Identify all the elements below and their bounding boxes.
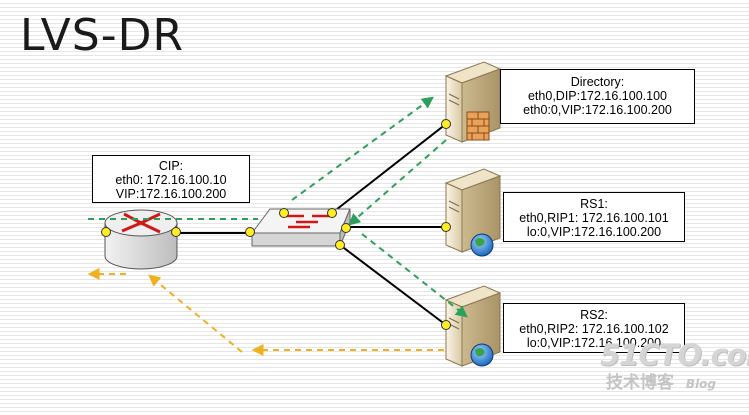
rs1-rip: eth0,RIP1: 172.16.100.101 (519, 211, 669, 225)
rs2-info-box: RS2: eth0,RIP2: 172.16.100.102 lo:0,VIP:… (503, 303, 685, 353)
rs2-server-icon (444, 285, 502, 367)
rs2-rip: eth0,RIP2: 172.16.100.102 (519, 322, 669, 336)
rs1-vip: lo:0,VIP:172.16.100.200 (526, 225, 662, 239)
directory-vip: eth0:0,VIP:172.16.100.200 (523, 103, 672, 117)
rs2-label: RS2: (580, 308, 608, 322)
watermark-chinese: 技术博客 (606, 373, 674, 393)
response-path-to-client (148, 274, 243, 353)
cip-label: CIP: (158, 159, 184, 173)
switch-icon (251, 208, 351, 247)
request-path-switch-to-directory (291, 96, 434, 201)
directory-dip: eth0,DIP:172.16.100.100 (527, 89, 667, 103)
request-path-directory-to-switch (348, 139, 447, 226)
request-path-switch-to-rs2 (361, 233, 468, 318)
page-title: LVS-DR (20, 10, 185, 61)
rs1-server-icon (444, 168, 502, 257)
interface-ports (101, 119, 451, 330)
cip-info-box: CIP: eth0: 172.16.100.10 VIP:172.16.100.… (92, 155, 250, 203)
rs1-info-box: RS1: eth0,RIP1: 172.16.100.101 lo:0,VIP:… (503, 192, 685, 242)
site-watermark: 51CTO.com 技术博客 Blog (600, 338, 749, 393)
link-switch-rs2 (339, 244, 447, 326)
directory-label: Directory: (570, 75, 625, 89)
watermark-domain: 51CTO.com (600, 338, 749, 372)
response-paths (87, 268, 444, 356)
request-paths (88, 96, 468, 318)
link-switch-directory (331, 123, 447, 214)
watermark-blog: Blog (685, 377, 717, 391)
network-links (176, 123, 447, 326)
directory-info-box: Directory: eth0,DIP:172.16.100.100 eth0:… (500, 69, 695, 124)
rs2-vip: lo:0,VIP:172.16.100.200 (526, 336, 662, 350)
cip-eth0: eth0: 172.16.100.10 (115, 173, 227, 187)
watermark-subtitle: 技术博客 Blog (606, 368, 749, 393)
directory-server-icon (444, 61, 502, 143)
cip-vip: VIP:172.16.100.200 (115, 187, 227, 201)
rs1-label: RS1: (580, 197, 608, 211)
router-icon (104, 209, 178, 270)
